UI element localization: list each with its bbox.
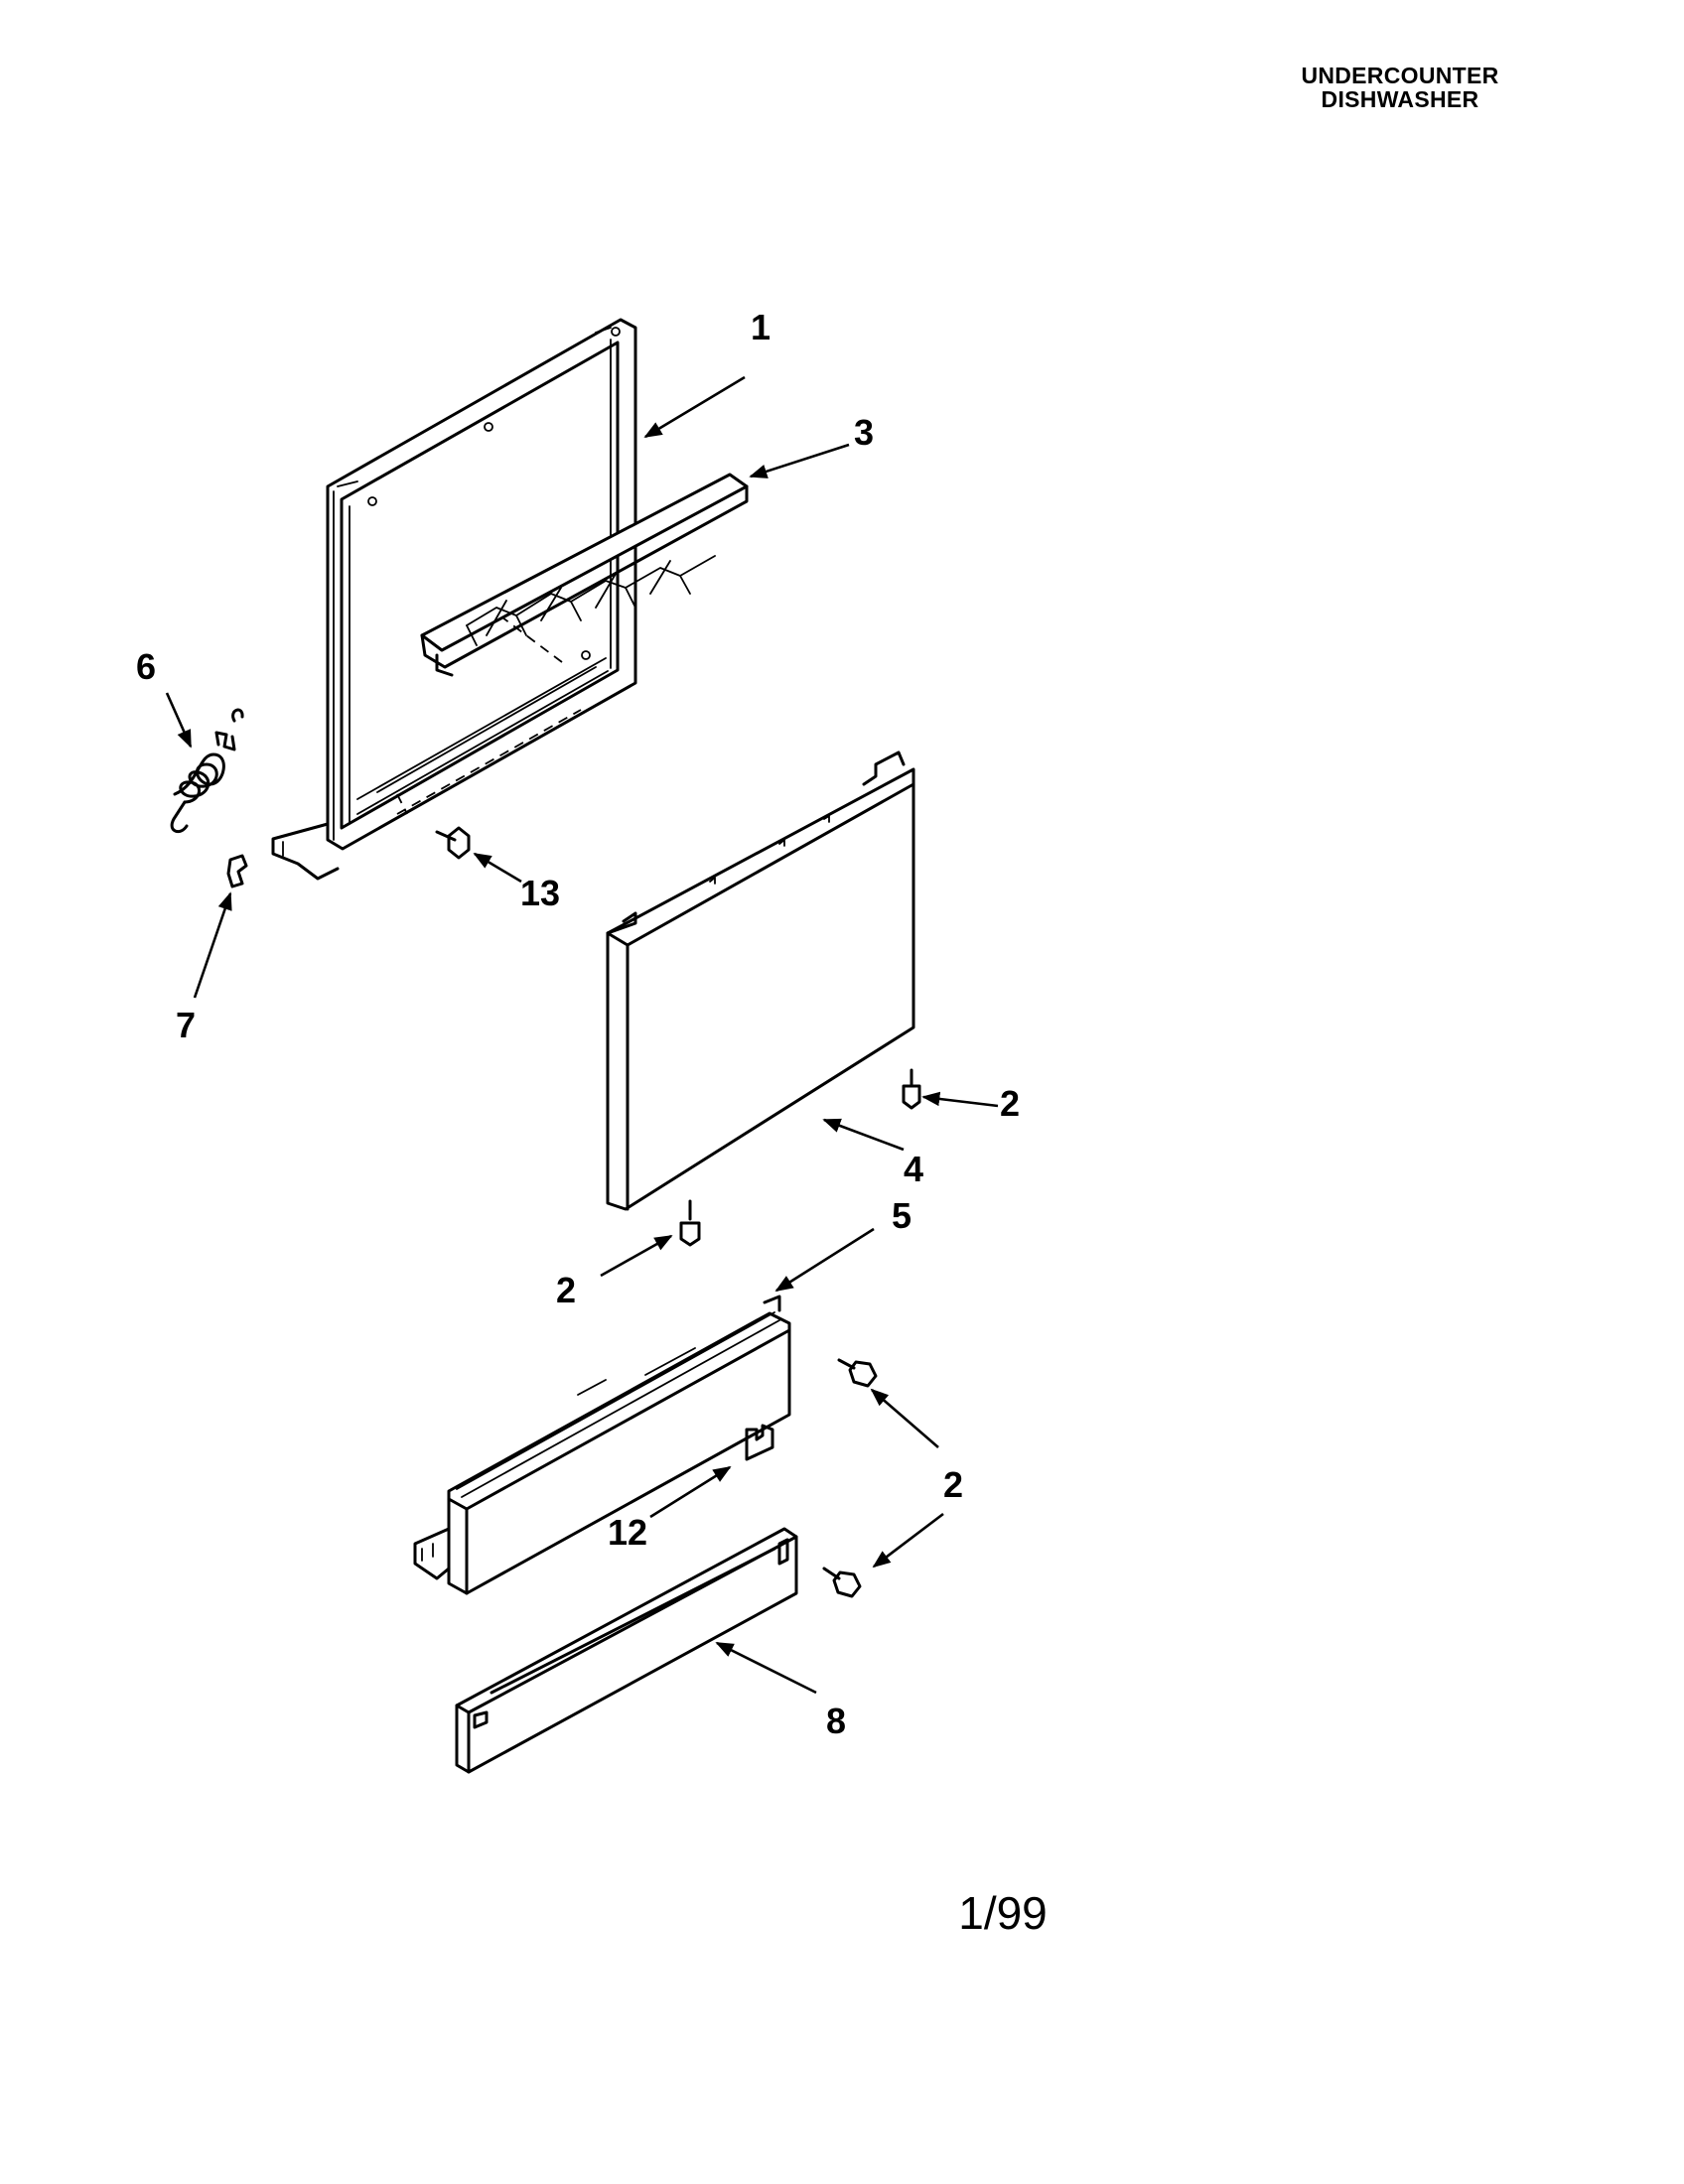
callout-4: 4 [904, 1149, 923, 1189]
callout-2-left: 2 [556, 1270, 576, 1310]
callout-2-upper-right: 2 [1000, 1083, 1020, 1124]
leader-4 [822, 1118, 905, 1152]
callout-labels: 1 3 6 13 7 2 4 5 2 2 12 8 [136, 307, 1020, 1741]
leader-2b [600, 1234, 673, 1278]
callout-13: 13 [520, 873, 560, 913]
part-3-rack-rail [420, 473, 749, 677]
callout-12: 12 [608, 1512, 647, 1553]
callout-8: 8 [826, 1701, 846, 1741]
callout-1: 1 [751, 307, 771, 347]
leader-13 [473, 852, 522, 884]
callout-6: 6 [136, 646, 156, 687]
diagram-header: UNDERCOUNTER DISHWASHER [1231, 64, 1569, 111]
callout-3: 3 [854, 412, 874, 453]
part-13-screw [435, 826, 471, 860]
leader-3 [749, 443, 850, 478]
leader-lines [165, 375, 999, 1695]
part-4-door-panel [606, 751, 915, 1211]
leader-7 [193, 891, 232, 999]
callout-2-lower-right: 2 [943, 1464, 963, 1505]
part-1-door-frame [271, 318, 637, 881]
part-6-spring [170, 708, 244, 834]
page-number: 1/99 [958, 1887, 1048, 1939]
callout-7: 7 [176, 1005, 196, 1045]
part-12-hook [745, 1424, 774, 1461]
header-line-2: DISHWASHER [1321, 86, 1479, 112]
part-2-screw-c [837, 1358, 878, 1388]
leader-2c [870, 1388, 939, 1448]
part-7-clip [226, 854, 248, 888]
leader-12 [649, 1465, 732, 1519]
part-2-screw-b [679, 1199, 701, 1247]
part-2-screw-a [902, 1068, 921, 1110]
leader-6 [165, 692, 193, 749]
callout-5: 5 [892, 1195, 912, 1236]
leader-5 [774, 1227, 875, 1293]
part-2-screw-d [822, 1567, 862, 1598]
leader-2a [921, 1091, 999, 1108]
part-5-access-panel [413, 1295, 791, 1595]
part-8-kick-plate [455, 1527, 798, 1774]
header-line-1: UNDERCOUNTER [1301, 63, 1499, 88]
leader-8 [715, 1641, 817, 1695]
leader-1 [643, 375, 746, 439]
leader-2d [872, 1512, 944, 1569]
